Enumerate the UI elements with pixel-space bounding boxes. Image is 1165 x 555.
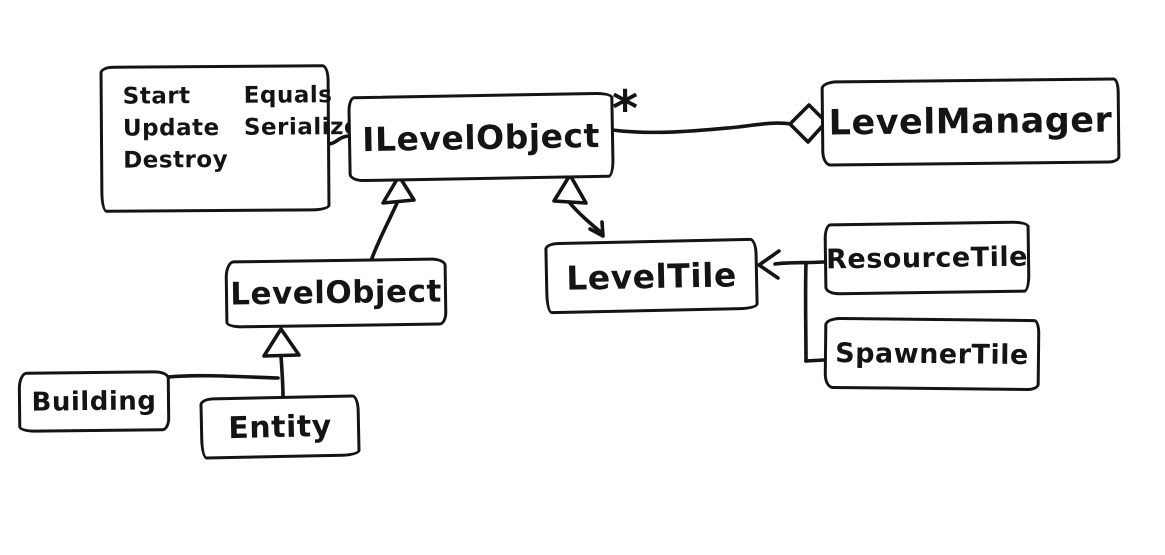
open-arrowhead-icon [757,249,781,280]
method-equals: Equals [243,82,333,109]
hollow-triangle-icon [262,327,301,358]
class-label: SpawnerTile [835,337,1029,371]
aggregation-multiplicity: * [612,80,639,138]
class-node-ilevelobject: ILevelObject [347,91,615,183]
class-label: Entity [227,408,333,446]
entity-inheritance-line [279,354,285,399]
class-label: LevelManager [828,100,1113,144]
aggregation-connector [610,103,828,144]
class-node-leveltile: LevelTile [544,237,759,315]
inheritance-tiles-to-leveltile [757,249,826,363]
class-node-resourcetile: ResourceTile [823,220,1031,296]
class-label: Building [31,385,157,418]
class-label: LevelObject [229,273,443,313]
method-destroy: Destroy [123,147,229,175]
aggregation-line [610,121,793,135]
building-inheritance-line [166,373,280,380]
hollow-triangle-icon [381,174,416,205]
class-label: LevelTile [565,254,738,298]
note-columns: Start Update Destroy Equals Serialize [123,79,361,177]
resourcetile-line [773,260,826,266]
class-node-spawnertile: SpawnerTile [823,316,1041,392]
class-node-levelmanager: LevelManager [820,77,1121,167]
note-column-2: Equals Serialize [244,79,361,176]
inheritance-leveltile-to-ilevelobject [552,173,605,238]
small-arrowhead-icon [588,220,605,238]
class-node-levelobject: LevelObject [224,257,448,329]
class-node-building: Building [17,370,171,433]
inheritance-entity-building-to-levelobject [166,327,301,399]
method-serialize: Serialize [243,114,361,141]
hollow-triangle-icon [552,173,588,205]
method-start: Start [122,83,191,110]
class-label: ResourceTile [825,241,1029,275]
method-update: Update [122,115,220,142]
note-column-1: Start Update Destroy [123,80,229,177]
inheritance-line [369,201,399,263]
class-label: ILevelObject [361,115,601,159]
inheritance-line [567,200,604,235]
class-node-entity: Entity [199,394,361,460]
spawnertile-line [804,358,826,363]
inheritance-levelobject-to-ilevelobject [369,174,416,263]
interface-methods-note: Start Update Destroy Equals Serialize [99,64,360,213]
